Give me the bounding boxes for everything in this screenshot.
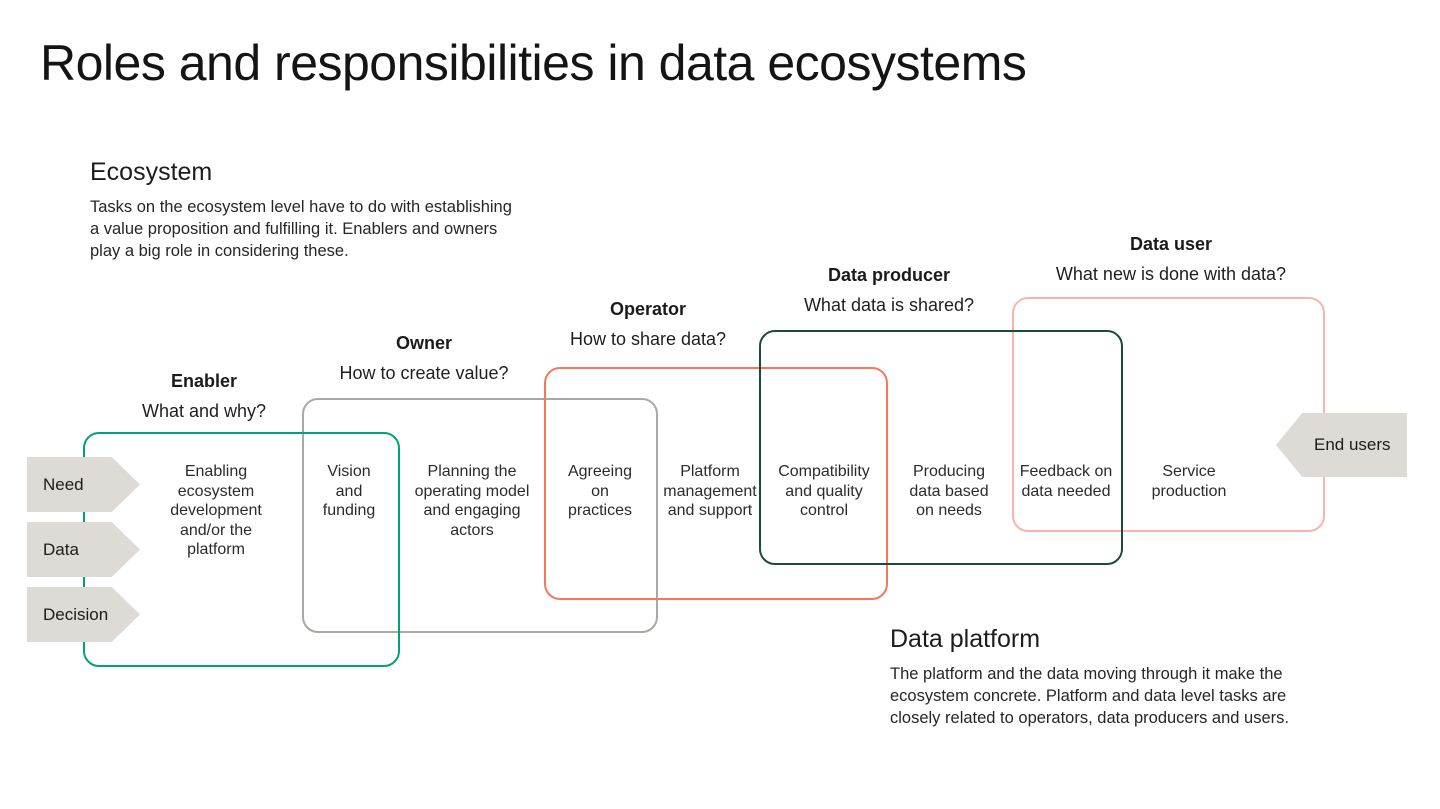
decision-arrow-label: Decision	[43, 604, 109, 624]
data-producer-rect	[759, 330, 1123, 565]
ecosystem-heading: Ecosystem	[90, 158, 213, 186]
data-platform-section: Data platform The platform and the data …	[890, 625, 1330, 729]
operator-role-question: How to share data?	[569, 329, 727, 349]
enabler-role-name: Enabler	[170, 371, 238, 391]
operator-role-name: Operator	[609, 299, 687, 319]
owner-role-question: How to create value?	[339, 363, 509, 383]
data-user-role-question: What new is done with data?	[1055, 264, 1287, 284]
owner-rect	[302, 398, 658, 633]
task-vision-and-funding: Vision and funding	[322, 463, 376, 519]
task-feedback-on-data-needed: Feedback on data needed	[1019, 463, 1113, 500]
owner-header: Owner How to create value?	[284, 333, 564, 384]
task-platform-management-support: Platform management and support	[663, 463, 757, 519]
enabler-role-question: What and why?	[141, 401, 267, 421]
task-service-production: Service production	[1151, 463, 1227, 500]
data-arrow-label: Data	[43, 539, 79, 559]
owner-role-name: Owner	[395, 333, 452, 353]
task-enabling-ecosystem-development: Enabling ecosystem development and/or th…	[170, 463, 262, 558]
decision-arrow: Decision	[27, 587, 140, 642]
enabler-header: Enabler What and why?	[64, 371, 344, 422]
data-user-header: Data user What new is done with data?	[1031, 234, 1311, 285]
data-producer-header: Data producer What data is shared?	[749, 265, 1029, 316]
task-compatibility-quality-control: Compatibility and quality control	[778, 463, 870, 519]
data-user-role-name: Data user	[1129, 234, 1213, 254]
ecosystem-description: Tasks on the ecosystem level have to do …	[90, 198, 512, 260]
data-arrow: Data	[27, 522, 140, 577]
operator-rect	[544, 367, 888, 600]
page-title: Roles and responsibilities in data ecosy…	[40, 35, 1027, 91]
data-producer-role-question: What data is shared?	[803, 295, 975, 315]
data-platform-description: The platform and the data moving through…	[890, 665, 1289, 727]
data-producer-role-name: Data producer	[827, 265, 951, 285]
task-producing-data-on-needs: Producing data based on needs	[909, 463, 989, 519]
need-arrow-label: Need	[43, 474, 84, 494]
operator-header: Operator How to share data?	[508, 299, 788, 350]
task-agreeing-on-practices: Agreeing on practices	[567, 463, 633, 519]
end-users-arrow-label: End users	[1314, 435, 1391, 454]
task-planning-operating-model: Planning the operating model and engagin…	[414, 463, 530, 539]
data-platform-heading: Data platform	[890, 625, 1041, 653]
end-users-arrow: End users	[1276, 413, 1407, 477]
ecosystem-section: Ecosystem Tasks on the ecosystem level h…	[90, 158, 550, 262]
